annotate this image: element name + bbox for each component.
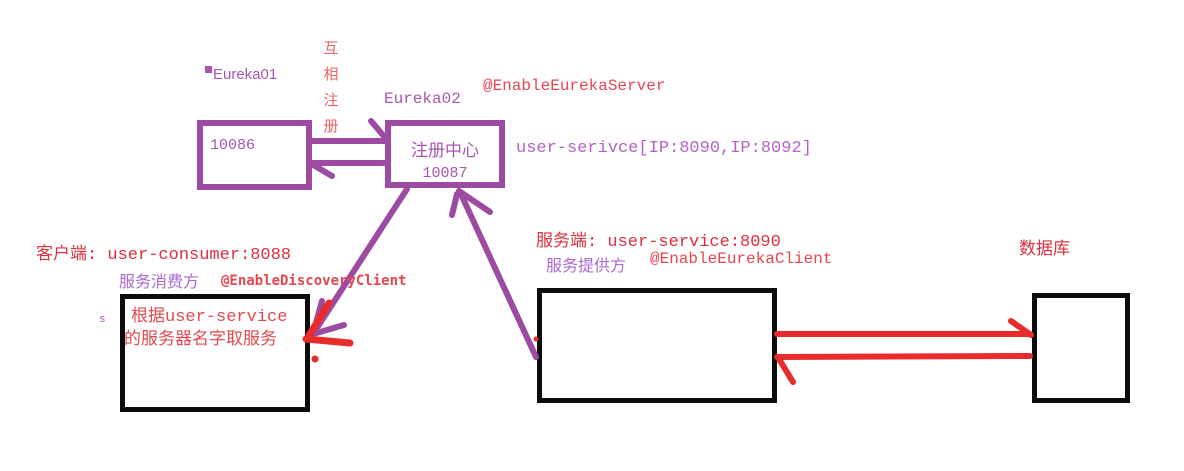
arrowhead-registry-to-consumer-a	[310, 298, 325, 337]
consumer-box	[120, 294, 310, 412]
enable-eureka-server-annotation: @EnableEurekaServer	[483, 77, 666, 95]
database-label: 数据库	[1019, 241, 1070, 260]
provider-title: 服务端: user-service:8090	[536, 233, 781, 252]
red-dot-consumer	[311, 355, 319, 363]
arrowhead-node2-to-node1	[307, 160, 335, 179]
arrow-provider-to-registry	[457, 189, 539, 360]
consumer-note-line2: 的服务器名字取服务	[124, 331, 277, 350]
bullet-square-icon	[205, 66, 212, 73]
arrow-registry-to-consumer	[310, 186, 410, 337]
register-arrow	[449, 188, 539, 360]
provider-role-label: 服务提供方	[546, 258, 627, 276]
red-arrow-horizontal-stroke	[302, 335, 354, 347]
consumer-note-line1: 根据user-service	[131, 308, 288, 327]
eureka02-registry-box	[385, 120, 505, 188]
provider-database-arrows	[774, 318, 1034, 385]
registry-port: 10087	[422, 165, 468, 182]
registered-instances-label: user-serivce[IP:8090,IP:8092]	[516, 139, 812, 158]
eureka02-label: Eureka02	[384, 90, 461, 108]
enable-eureka-client-annotation: @EnableEurekaClient	[650, 250, 833, 268]
eureka01-label: Eureka01	[213, 66, 278, 83]
stray-character: s	[99, 314, 106, 326]
arrowhead-provider-to-registry-b	[456, 188, 493, 215]
eureka01-port: 10086	[210, 137, 256, 154]
consumer-role-label: 服务消费方	[119, 274, 200, 292]
arrowhead-provider-to-registry-a	[449, 191, 460, 218]
discovery-arrow	[310, 186, 410, 337]
arrowhead-provider-to-db	[1008, 318, 1034, 338]
red-emphasis-arrow	[302, 299, 354, 347]
eureka01-node-box	[197, 120, 312, 190]
red-arrow-diagonal-stroke	[304, 299, 333, 341]
database-box	[1032, 293, 1130, 403]
arrowhead-db-to-provider	[776, 356, 796, 385]
enable-discovery-client-annotation: @EnableDiscoveryClient	[221, 273, 407, 289]
registry-name: 注册中心	[411, 143, 479, 162]
arrowhead-registry-to-consumer-b	[310, 322, 347, 337]
provider-box	[537, 288, 777, 403]
consumer-title: 客户端: user-consumer:8088	[36, 246, 292, 265]
arrow-db-to-provider	[774, 353, 1033, 360]
mutual-register-label: 互相注册	[323, 41, 339, 136]
